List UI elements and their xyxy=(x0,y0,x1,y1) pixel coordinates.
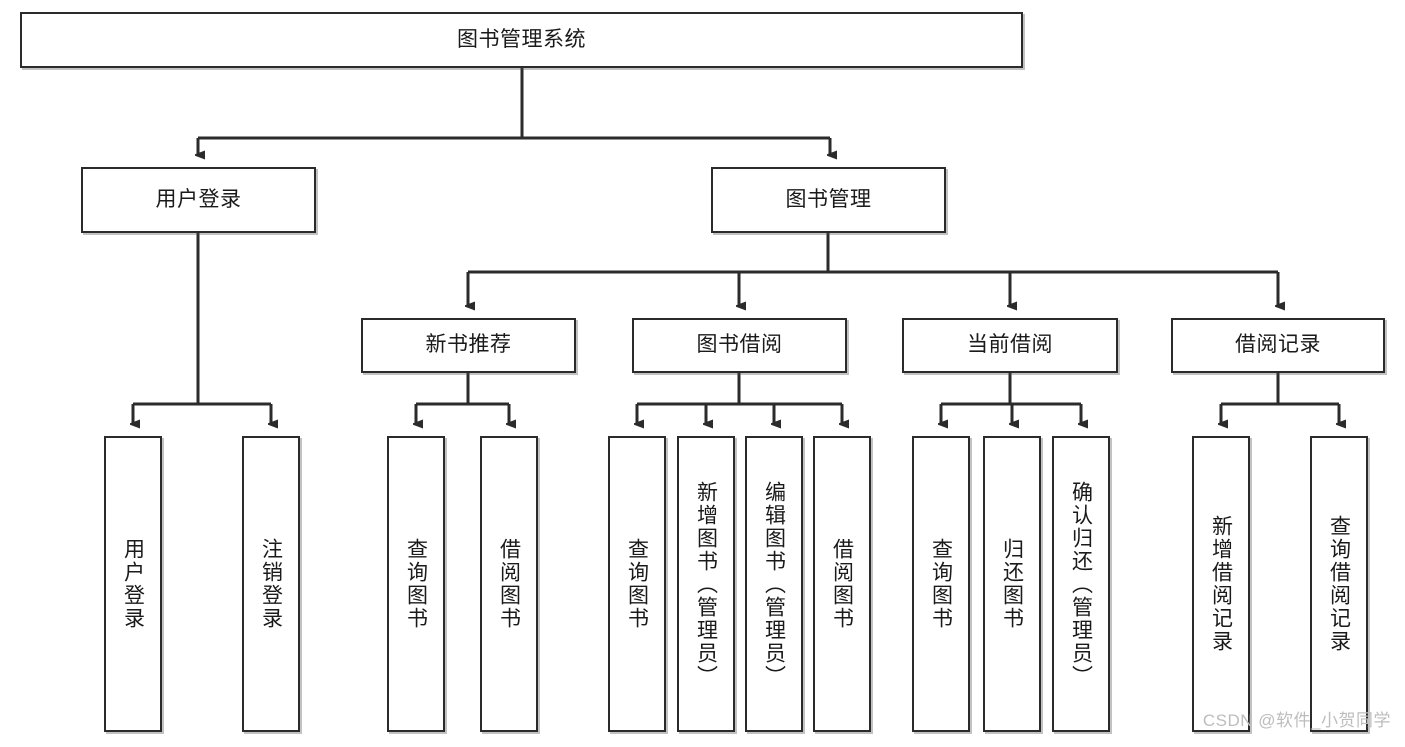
node-leaf-query-record-label: 查询借阅记录 xyxy=(1327,515,1351,653)
node-leaf-return-book[interactable]: 归还图书 xyxy=(983,436,1041,732)
node-current-borrow-label: 当前借阅 xyxy=(967,333,1053,357)
node-leaf-query-book-rec[interactable]: 查询图书 xyxy=(387,436,445,732)
node-user-login-label: 用户登录 xyxy=(155,187,242,211)
node-new-book-recommend[interactable]: 新书推荐 xyxy=(361,318,576,373)
node-leaf-add-book[interactable]: 新增图书（管理员） xyxy=(677,436,735,732)
node-leaf-query-book-rec-label: 查询图书 xyxy=(404,538,428,630)
node-leaf-add-record[interactable]: 新增借阅记录 xyxy=(1192,436,1250,732)
node-borrow-record-label: 借阅记录 xyxy=(1235,333,1321,357)
node-leaf-add-record-label: 新增借阅记录 xyxy=(1209,515,1233,653)
node-leaf-query-book-borrow-label: 查询图书 xyxy=(625,538,649,630)
node-root[interactable]: 图书管理系统 xyxy=(20,12,1023,68)
node-leaf-borrow-book[interactable]: 借阅图书 xyxy=(813,436,871,732)
node-user-login[interactable]: 用户登录 xyxy=(81,167,316,233)
node-leaf-logout[interactable]: 注销登录 xyxy=(242,436,300,732)
node-current-borrow[interactable]: 当前借阅 xyxy=(902,318,1118,373)
node-leaf-confirm-return-label: 确认归还（管理员） xyxy=(1069,480,1093,688)
node-leaf-logout-label: 注销登录 xyxy=(259,538,283,630)
node-book-manage[interactable]: 图书管理 xyxy=(711,167,946,233)
node-leaf-return-book-label: 归还图书 xyxy=(1000,538,1024,630)
node-leaf-query-record[interactable]: 查询借阅记录 xyxy=(1310,436,1368,732)
node-leaf-edit-book-label: 编辑图书（管理员） xyxy=(762,480,786,688)
node-leaf-user-login-label: 用户登录 xyxy=(121,538,145,630)
node-new-book-recommend-label: 新书推荐 xyxy=(425,333,512,357)
node-leaf-query-book-current[interactable]: 查询图书 xyxy=(912,436,970,732)
node-leaf-user-login[interactable]: 用户登录 xyxy=(104,436,162,732)
node-leaf-add-book-label: 新增图书（管理员） xyxy=(694,480,718,688)
node-leaf-borrow-book-rec[interactable]: 借阅图书 xyxy=(480,436,538,732)
node-root-label: 图书管理系统 xyxy=(457,27,586,51)
node-leaf-query-book-current-label: 查询图书 xyxy=(929,538,953,630)
node-leaf-borrow-book-label: 借阅图书 xyxy=(830,538,854,630)
node-leaf-borrow-book-rec-label: 借阅图书 xyxy=(497,538,521,630)
node-book-borrow-label: 图书借阅 xyxy=(696,333,783,357)
node-book-manage-label: 图书管理 xyxy=(785,187,872,211)
node-leaf-edit-book[interactable]: 编辑图书（管理员） xyxy=(745,436,803,732)
node-leaf-confirm-return[interactable]: 确认归还（管理员） xyxy=(1052,436,1110,732)
node-book-borrow[interactable]: 图书借阅 xyxy=(632,318,847,373)
node-borrow-record[interactable]: 借阅记录 xyxy=(1171,318,1385,373)
node-leaf-query-book-borrow[interactable]: 查询图书 xyxy=(608,436,666,732)
